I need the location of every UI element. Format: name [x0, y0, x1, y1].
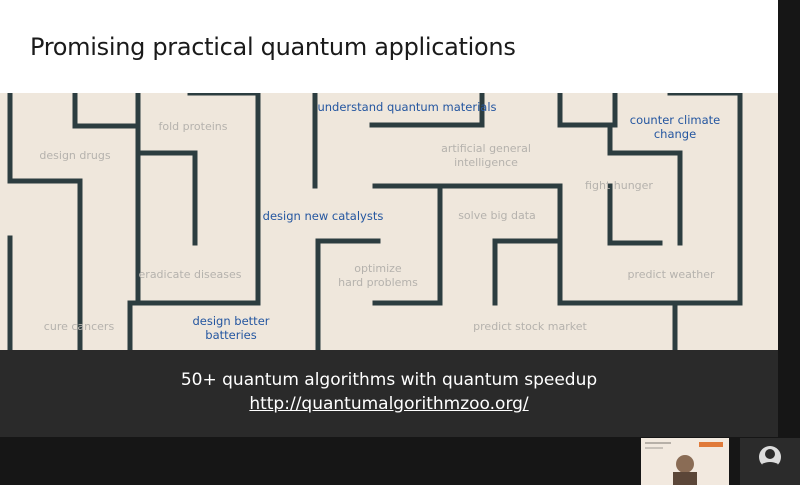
participant-avatar [740, 438, 800, 485]
maze-label-line: predict weather [627, 268, 715, 281]
maze-label-line: design better [192, 314, 270, 328]
maze-label-line: fold proteins [158, 120, 228, 133]
maze-label-line: counter climate [629, 113, 721, 127]
maze-label-understand-quantum-materials: understand quantum materials [317, 100, 496, 114]
shared-screen-preview-image [641, 438, 729, 485]
maze-label-line: optimize [354, 262, 402, 275]
maze-label-line: solve big data [458, 209, 536, 222]
maze-label-line: design new catalysts [262, 209, 384, 223]
slide-header: Promising practical quantum applications [0, 0, 778, 93]
maze-label-line: understand quantum materials [317, 100, 497, 114]
maze-label-design-new-catalysts: design new catalysts [263, 209, 384, 223]
maze-walls [7, 93, 743, 350]
maze-label-line: fight hunger [585, 179, 653, 192]
maze-label-solve-big-data: solve big data [458, 209, 536, 223]
maze-label-fold-proteins: fold proteins [159, 120, 228, 134]
maze-label-predict-stock-market: predict stock market [473, 320, 587, 334]
presentation-slide: Promising practical quantum applications [0, 0, 778, 437]
maze-label-line: design drugs [39, 149, 111, 162]
maze-graphic: design drugs fold proteins understand quan… [0, 93, 778, 350]
maze-label-line: artificial general [441, 142, 531, 155]
maze-label-fight-hunger: fight hunger [585, 179, 653, 193]
maze-label-line: intelligence [454, 156, 518, 169]
maze-label-line: hard problems [338, 276, 418, 289]
maze-label-cure-cancers: cure cancers [44, 320, 114, 334]
slide-title: Promising practical quantum applications [30, 33, 516, 61]
quantum-algorithm-zoo-link[interactable]: http://quantumalgorithmzoo.org/ [249, 394, 529, 414]
maze-label-line: predict stock market [473, 320, 587, 333]
maze-label-line: change [653, 127, 697, 141]
maze-label-line: eradicate diseases [138, 268, 242, 281]
maze-label-predict-weather: predict weather [627, 268, 714, 282]
caption-text: 50+ quantum algorithms with quantum spee… [180, 370, 598, 390]
window-right-edge [778, 0, 800, 437]
maze-label-design-drugs: design drugs [39, 149, 110, 163]
maze-label-line: batteries [205, 328, 257, 342]
shared-screen-thumbnail[interactable] [641, 438, 729, 485]
participant-video-tile[interactable] [740, 438, 800, 485]
maze-label-eradicate-diseases: eradicate diseases [139, 268, 242, 282]
maze-label-line: cure cancers [43, 320, 115, 333]
caption-band: 50+ quantum algorithms with quantum spee… [0, 350, 778, 437]
